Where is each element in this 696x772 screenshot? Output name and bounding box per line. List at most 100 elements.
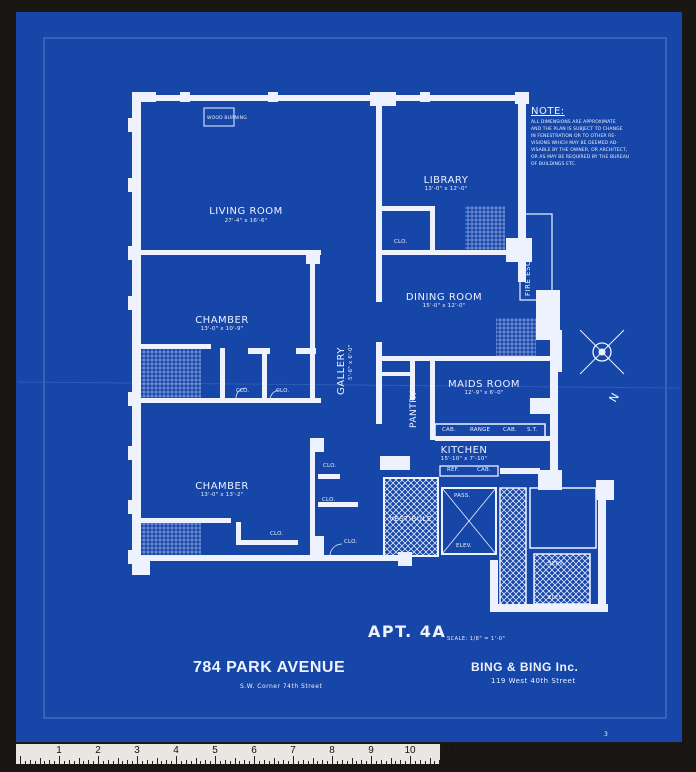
ruler-tick	[356, 761, 358, 764]
ruler-tick	[171, 761, 173, 764]
sheet-number: 3	[604, 731, 609, 738]
ruler-tick	[297, 761, 299, 764]
ruler-tick	[88, 760, 90, 764]
ruler-tick	[410, 756, 411, 764]
note-line: IN FENESTRATION OR TO OTHER RE-	[531, 134, 617, 139]
ruler-tick	[39, 758, 41, 764]
ruler-tick	[44, 761, 46, 764]
room-maids-dims: 12'-9" x 6'-0"	[464, 390, 504, 396]
ruler-tick	[210, 761, 212, 764]
ruler-tick	[29, 760, 31, 764]
ruler-number: 8	[329, 745, 335, 756]
room-chamber2-label: CHAMBER	[195, 481, 249, 492]
scale-note: SCALE: 1/8" = 1'-0"	[447, 636, 506, 642]
note-line: OR AS MAY BE REQUIRED BY THE BUREAU	[531, 155, 630, 160]
ruler-tick	[63, 761, 65, 764]
ruler-tick	[263, 760, 265, 764]
ruler-tick	[336, 761, 338, 764]
ruler-tick	[434, 761, 436, 764]
refrigerator-label: REF.	[447, 467, 460, 473]
ruler-number: 9	[368, 745, 374, 756]
ruler-tick	[219, 761, 221, 764]
ruler-tick	[107, 760, 109, 764]
ruler-tick	[307, 761, 309, 764]
address-subtitle: S.W. Corner 74th Street	[240, 683, 323, 690]
ruler-tick	[361, 760, 363, 764]
ruler-tick	[78, 758, 80, 764]
ruler-tick	[161, 761, 163, 764]
range-label: RANGE	[470, 427, 491, 433]
ruler-tick	[332, 756, 333, 764]
ruler-number: 10	[404, 745, 416, 756]
cabinet-label: CAB.	[442, 427, 456, 433]
fire-escape-label: FIRE ESCAPE	[524, 245, 532, 296]
ruler-number: 7	[290, 745, 296, 756]
ruler-tick	[98, 756, 99, 764]
room-gallery-dims: 5'-6" x 6'-0"	[348, 344, 354, 380]
ruler-tick	[180, 761, 182, 764]
ruler-tick	[59, 756, 60, 764]
ruler-tick	[200, 761, 202, 764]
ruler-tick	[156, 758, 158, 764]
ruler-tick	[234, 758, 236, 764]
ruler-tick	[122, 761, 124, 764]
ruler-tick	[132, 761, 134, 764]
ruler-tick	[151, 761, 153, 764]
room-library-label: LIBRARY	[423, 175, 469, 186]
ruler-tick	[405, 761, 407, 764]
wood-burning-label: WOOD BURNING	[207, 116, 247, 121]
room-vestibule-label: VESTIBULE	[389, 515, 432, 523]
closet-label: CLO.	[270, 531, 284, 537]
ruler-tick	[176, 756, 177, 764]
room-chamber2-dims: 13'-0" x 13'-2"	[200, 492, 244, 498]
ruler-tick	[395, 761, 397, 764]
closet-label: CLO.	[394, 239, 408, 245]
ruler-tick	[229, 761, 231, 764]
ruler-tick	[195, 758, 197, 764]
apartment-number: APT. 4A	[368, 622, 447, 641]
ruler-tick	[375, 761, 377, 764]
ruler-number: 5	[212, 745, 218, 756]
room-kitchen-label: KITCHEN	[440, 445, 488, 456]
cabinet-label: CAB.	[503, 427, 517, 433]
ruler-tick	[380, 760, 382, 764]
ruler-tick	[185, 760, 187, 764]
ruler-tick	[278, 761, 280, 764]
ruler-tick	[317, 761, 319, 764]
ruler-number: 4	[173, 745, 179, 756]
ruler-tick	[73, 761, 75, 764]
ruler-tick	[302, 760, 304, 764]
walls	[128, 92, 614, 612]
ruler-tick	[254, 756, 255, 764]
ruler-tick	[215, 756, 216, 764]
ruler-tick	[346, 761, 348, 764]
ruler-tick	[244, 760, 246, 764]
ruler-tick	[327, 761, 329, 764]
ruler-tick	[239, 761, 241, 764]
ruler-tick	[273, 758, 275, 764]
ruler-tick	[20, 756, 21, 764]
room-kitchen-dims: 15'-10" x 7'-10"	[440, 456, 488, 462]
ruler-tick	[424, 761, 426, 764]
cabinet-label: CAB.	[477, 467, 491, 473]
room-maids-label: MAIDS ROOM	[448, 379, 520, 390]
ruler-tick	[83, 761, 85, 764]
room-dining-label: DINING ROOM	[405, 292, 483, 303]
closet-label: CLO.	[236, 388, 250, 394]
ruler-tick	[68, 760, 70, 764]
ruler-tick	[249, 761, 251, 764]
note-heading: NOTE:	[531, 106, 565, 117]
sink-tub-label: S.T.	[527, 427, 538, 433]
ruler-tick	[102, 761, 104, 764]
ruler-number: 3	[134, 745, 140, 756]
ruler-tick	[429, 758, 431, 764]
ruler-tick	[385, 761, 387, 764]
room-living-label: LIVING ROOM	[209, 206, 283, 217]
ruler-tick	[112, 761, 114, 764]
ruler-tick	[141, 761, 143, 764]
ruler-tick	[258, 761, 260, 764]
ruler-tick	[93, 761, 95, 764]
ruler-tick	[439, 760, 441, 764]
